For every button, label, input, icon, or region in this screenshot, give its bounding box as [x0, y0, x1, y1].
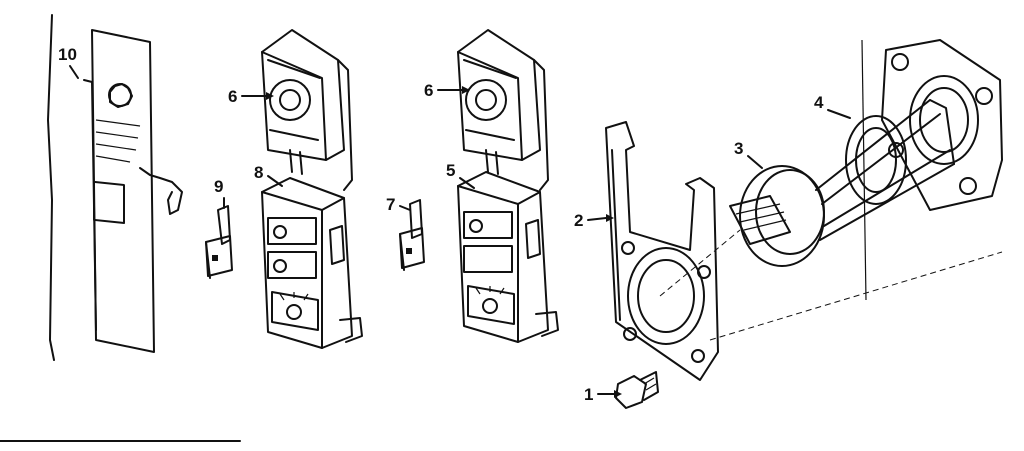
callout-label-2: 2 [574, 211, 583, 230]
callout-label-6-right: 6 [424, 81, 433, 100]
callout-label-7: 7 [386, 195, 395, 214]
panel-cover-text-lines [95, 119, 141, 163]
thermostat-lower-left-8 [261, 177, 363, 349]
callout-label-6-left: 6 [228, 87, 237, 106]
callout-8: 8 [254, 163, 283, 187]
alignment-lines [659, 229, 1003, 341]
callout-5: 5 [446, 161, 475, 189]
thermostat-upper-right-6 [457, 29, 549, 191]
callout-label-5: 5 [446, 161, 455, 180]
frame-lines [0, 14, 867, 442]
callout-4: 4 [814, 93, 851, 119]
callout-6-right: 6 [424, 81, 470, 100]
callout-label-9: 9 [214, 177, 223, 196]
callout-1: 1 [584, 385, 622, 404]
thermostat-upper-left-6 [261, 29, 353, 191]
element-gasket-4 [845, 115, 907, 205]
thermostat-lower-right-5 [457, 171, 559, 343]
screw-1 [615, 371, 659, 409]
bracket-lower-9 [205, 205, 233, 279]
bracket-middle-7 [399, 199, 425, 271]
callout-label-1: 1 [584, 385, 593, 404]
callout-label-4: 4 [814, 93, 824, 112]
callout-2: 2 [574, 211, 614, 230]
callout-label-8: 8 [254, 163, 263, 182]
callout-3: 3 [734, 139, 763, 169]
callout-6-left: 6 [228, 87, 274, 106]
callout-9: 9 [214, 177, 225, 209]
callout-10: 10 [58, 45, 79, 79]
gasket-plate-2 [605, 121, 719, 381]
callout-7: 7 [386, 195, 411, 214]
callout-label-10: 10 [58, 45, 77, 64]
callout-label-3: 3 [734, 139, 743, 158]
tank-flange [881, 39, 1003, 211]
panel-cover-10 [83, 29, 183, 353]
